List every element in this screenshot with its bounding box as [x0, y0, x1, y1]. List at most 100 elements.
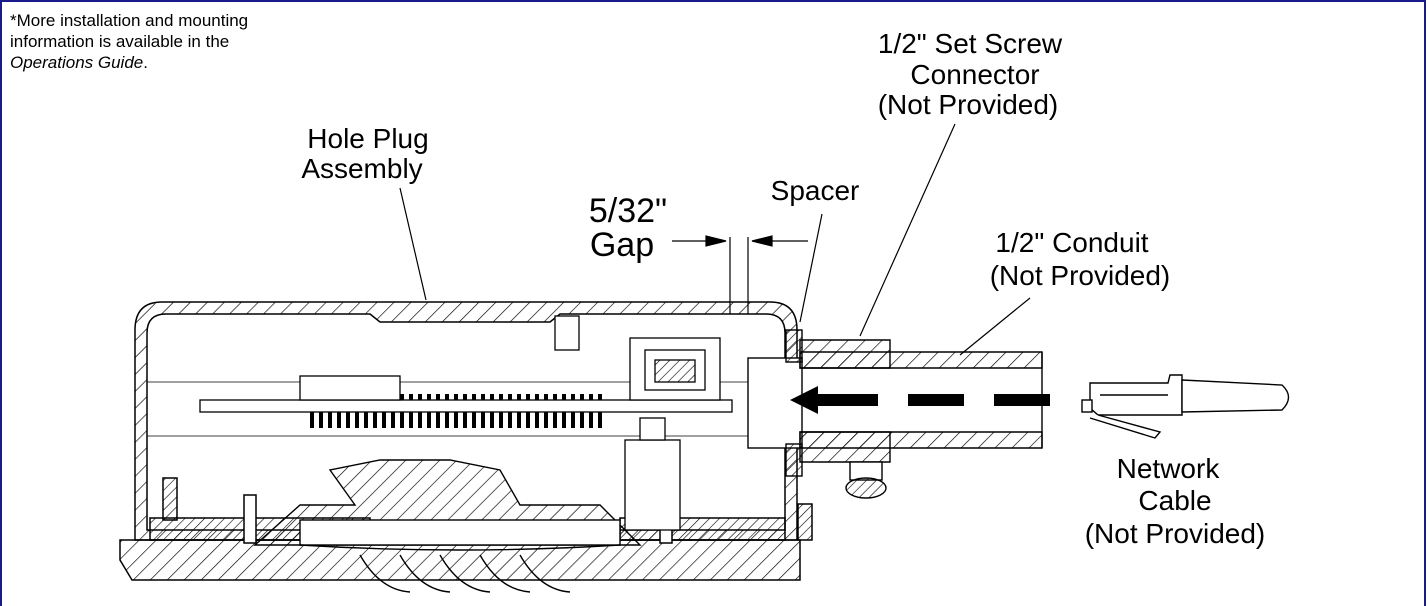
standoff	[554, 315, 580, 351]
network-cable-label-line-1: Network	[1117, 453, 1221, 484]
speaker-cone	[359, 554, 571, 593]
leader-lines	[399, 123, 1031, 356]
plug-latch	[1089, 414, 1162, 439]
header-pin	[481, 394, 485, 400]
gap-label-line-2: Gap	[590, 226, 654, 264]
header-pin-lead	[580, 412, 584, 428]
set-screw-leader	[859, 123, 956, 337]
header-pin-lead	[589, 412, 593, 428]
header-pin	[517, 394, 521, 400]
conduit-leader	[959, 297, 1031, 356]
header-pin-lead	[328, 412, 332, 428]
header-pin-lead	[553, 412, 557, 428]
conduit-label-line-1: 1/2" Conduit	[995, 227, 1148, 258]
network-cable	[1081, 374, 1290, 439]
header-pin-lead	[562, 412, 566, 428]
operations-guide-reference: Operations Guide	[10, 53, 144, 72]
header-pin	[427, 394, 431, 400]
header-pin	[463, 394, 467, 400]
header-pin	[418, 394, 422, 400]
header-pin-lead	[382, 412, 386, 428]
conduit-bottom-wall	[799, 431, 1043, 449]
network-cable-label: Network Cable (Not Provided)	[1085, 453, 1266, 549]
header-pin-lead	[310, 412, 314, 428]
header-pin	[589, 394, 593, 400]
left-spring	[162, 477, 178, 521]
header-pin-lead	[337, 412, 341, 428]
header-pin-lead	[409, 412, 413, 428]
speaker	[253, 459, 642, 593]
hole-plug-leader	[399, 187, 427, 301]
header-pin	[490, 394, 494, 400]
conduit-label: 1/2" Conduit (Not Provided)	[990, 227, 1171, 291]
gap-label-line-1: 5/32"	[589, 192, 667, 230]
network-cable-label-line-2: Cable	[1138, 485, 1211, 516]
header-pin-lead	[346, 412, 350, 428]
set-screw-label-line-1: 1/2" Set Screw	[878, 28, 1063, 59]
header-pin	[445, 394, 449, 400]
header-pin-lead	[499, 412, 503, 428]
header-pin-lead	[391, 412, 395, 428]
volume-control	[624, 439, 681, 531]
conduit-top-wall	[799, 351, 1043, 369]
header-pin	[526, 394, 530, 400]
pcb	[199, 399, 733, 413]
header-pin	[499, 394, 503, 400]
header-pin-lead	[544, 412, 548, 428]
cable-jacket	[1181, 379, 1290, 413]
header-pin-lead	[481, 412, 485, 428]
header-pin	[598, 394, 602, 400]
header-pin-lead	[517, 412, 521, 428]
note-line-2: information is available in the	[10, 32, 230, 51]
header-pin	[454, 394, 458, 400]
header-pin-lead	[427, 412, 431, 428]
hole-plug-label-line-2: Assembly	[301, 153, 422, 184]
insertion-arrowhead	[790, 386, 818, 414]
header-pin-lead	[472, 412, 476, 428]
gap-label: 5/32" Gap	[589, 192, 667, 264]
header-pin-lead	[454, 412, 458, 428]
base-plate	[119, 539, 801, 581]
network-cable-label-line-3: (Not Provided)	[1085, 518, 1266, 549]
installation-note: *More installation and mounting informat…	[10, 10, 430, 73]
spacer-leader	[799, 213, 823, 323]
header-pin	[580, 394, 584, 400]
header-pin-lead	[463, 412, 467, 428]
header-pin-lead	[319, 412, 323, 428]
header-pin	[535, 394, 539, 400]
header-pin	[553, 394, 557, 400]
header-pin	[472, 394, 476, 400]
header-pin-lead	[445, 412, 449, 428]
header-pin	[436, 394, 440, 400]
header-pin	[409, 394, 413, 400]
header-pin	[571, 394, 575, 400]
header-pin	[400, 394, 404, 400]
conduit-fittings	[747, 329, 1043, 499]
spacer	[747, 357, 803, 449]
header-pin-lead	[535, 412, 539, 428]
note-line-3: Operations Guide.	[10, 53, 148, 72]
header-pin	[508, 394, 512, 400]
header-pin	[562, 394, 566, 400]
hole-plug-label: Hole Plug Assembly	[301, 123, 428, 184]
note-line-1: *More installation and mounting	[10, 11, 249, 30]
header-pin-lead	[598, 412, 602, 428]
header-pin-lead	[508, 412, 512, 428]
right-spring	[797, 503, 813, 541]
header-pin-lead	[373, 412, 377, 428]
conduit-label-line-2: (Not Provided)	[990, 260, 1171, 291]
insertion-arrow	[790, 386, 1050, 414]
set-screw-label-line-2: Connector	[910, 59, 1039, 90]
header-pin-lead	[355, 412, 359, 428]
circuit-board	[199, 315, 733, 531]
pcb-header-pins	[310, 394, 602, 428]
capacitor	[299, 375, 401, 401]
header-pin-lead	[400, 412, 404, 428]
spacer-label: Spacer	[771, 175, 860, 206]
header-pin-lead	[364, 412, 368, 428]
header-pin	[544, 394, 548, 400]
set-screw-connector-label: 1/2" Set Screw Connector (Not Provided)	[878, 28, 1063, 120]
header-pin-lead	[571, 412, 575, 428]
